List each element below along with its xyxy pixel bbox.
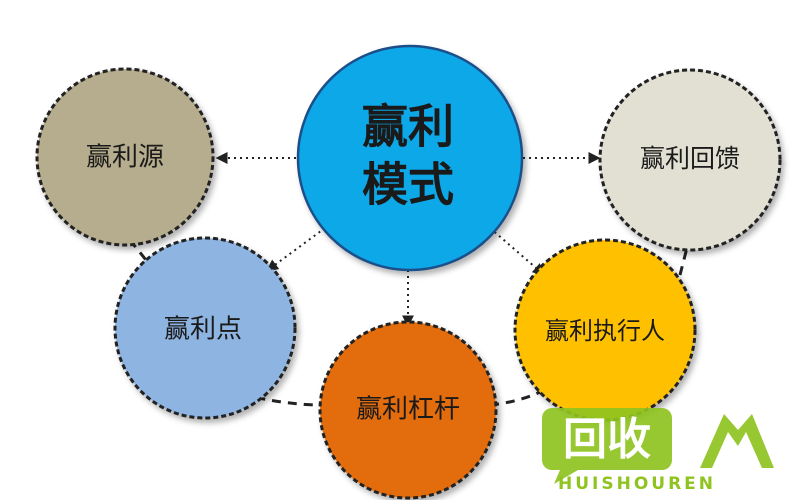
node-center-line1: 赢利	[362, 100, 454, 154]
node-point-circle	[113, 236, 297, 420]
watermark-badge-tail	[554, 470, 578, 484]
recycle-person-icon	[700, 414, 774, 468]
node-center-line2: 模式	[362, 158, 454, 212]
node-leverage-circle	[318, 320, 498, 500]
arrow-to-executor	[489, 227, 545, 276]
watermark-logo-text: 回收	[563, 414, 651, 465]
arrow-to-point	[266, 227, 326, 272]
watermark-badge	[542, 408, 672, 470]
node-leverage: 赢利杠杆	[318, 320, 498, 500]
watermark-site-text: HUISHOUREN	[558, 474, 717, 494]
node-center-circle	[296, 44, 524, 272]
watermark-logo: 回收	[542, 408, 774, 484]
node-feedback-circle	[598, 68, 782, 252]
node-source-circle	[35, 67, 215, 247]
node-source-label: 赢利源	[86, 143, 164, 173]
node-feedback: 赢利回馈	[598, 68, 782, 252]
node-leverage-label: 赢利杠杆	[356, 395, 460, 425]
node-point-label: 赢利点	[164, 315, 242, 345]
node-center: 赢利 模式	[296, 44, 524, 272]
watermark: 回收 HUISHOUREN	[540, 400, 780, 500]
node-feedback-label: 赢利回馈	[640, 144, 740, 173]
connector-point-leverage	[224, 388, 323, 407]
node-source: 赢利源	[35, 67, 215, 247]
node-executor-circle	[513, 238, 697, 422]
node-executor-label: 赢利执行人	[545, 317, 665, 345]
node-executor: 赢利执行人	[513, 238, 697, 422]
arrows	[215, 152, 601, 328]
node-point: 赢利点	[113, 236, 297, 420]
